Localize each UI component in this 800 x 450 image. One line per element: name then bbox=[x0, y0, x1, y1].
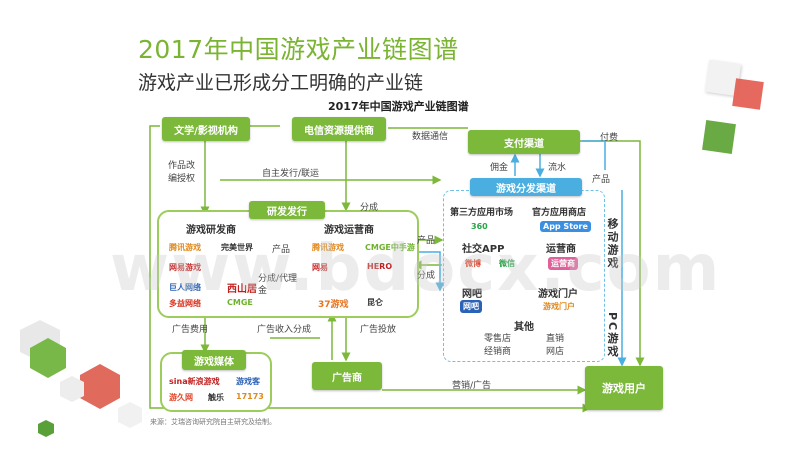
line-ops-dist-blue bbox=[414, 251, 445, 292]
rd-publish-box: 研发发行 bbox=[249, 201, 325, 219]
decor-hexagon bbox=[38, 420, 54, 437]
logo-dist-portal: 游戏门户 bbox=[543, 302, 575, 311]
operators-title: 游戏运营商 bbox=[324, 225, 374, 236]
dist-others: 其他 bbox=[514, 322, 534, 333]
logo-op-kunlun: 昆仑 bbox=[367, 298, 383, 307]
label-product-right: 产品 bbox=[592, 175, 611, 185]
logo-dev-netease: 网易游戏 bbox=[169, 263, 201, 272]
logo-dist-cafe: 网吧 bbox=[460, 300, 482, 313]
logo-media-sina: sina新浪游戏 bbox=[169, 377, 220, 386]
label-cash-flow: 流水 bbox=[548, 163, 567, 173]
label-commission: 佣金 bbox=[490, 163, 509, 173]
payment-box: 支付渠道 bbox=[468, 130, 580, 154]
logo-dist-carrier: 运营商 bbox=[548, 257, 578, 270]
dist-official: 官方应用商店 bbox=[532, 208, 587, 218]
logo-dev-xishanju: 西山居 bbox=[227, 284, 257, 295]
logo-op-netease: 网易 bbox=[312, 263, 328, 272]
dist-others-online: 网店 bbox=[546, 347, 565, 357]
media-group bbox=[160, 352, 272, 412]
logo-op-tencent: 腾讯游戏 bbox=[312, 243, 344, 252]
dist-internet-cafe: 网吧 bbox=[462, 289, 482, 300]
logo-dev-giant: 巨人网络 bbox=[169, 283, 201, 292]
source-note: 来源：艾瑞咨询研究院自主研究及绘制。 bbox=[150, 418, 276, 426]
logo-media-youxike: 游戏客 bbox=[236, 377, 260, 386]
diagram-title: 2017年中国游戏产业链图谱 bbox=[328, 100, 469, 113]
dist-carrier: 运营商 bbox=[546, 244, 576, 255]
label-revenue-agent: 分成/代理金 bbox=[258, 274, 298, 296]
decor-hexagons bbox=[20, 320, 142, 437]
logo-op-37: 37游戏 bbox=[318, 300, 349, 310]
developers-operators-group bbox=[157, 210, 419, 318]
distribution-box: 游戏分发渠道 bbox=[470, 178, 582, 196]
label-share-right: 分成 bbox=[417, 271, 436, 281]
logo-dist-appstore: App Store bbox=[540, 221, 591, 232]
logo-dist-weibo: 微博 bbox=[465, 259, 481, 268]
label-ad-revenue-share: 广告收入分成 bbox=[257, 325, 312, 335]
logo-media-17173: 17173 bbox=[236, 392, 264, 401]
watermark: www.bdocx.com bbox=[110, 232, 722, 306]
users-box: 游戏用户 bbox=[585, 366, 663, 410]
label-data-comm: 数据通信 bbox=[412, 132, 449, 142]
label-revenue-share-top: 分成 bbox=[360, 203, 379, 213]
telecom-box: 电信资源提供商 bbox=[292, 117, 386, 141]
label-marketing-ads: 营销/广告 bbox=[452, 381, 492, 391]
line-users-payment bbox=[582, 140, 606, 170]
decor-hexagon bbox=[80, 364, 120, 409]
media-box: 游戏媒体 bbox=[182, 350, 246, 370]
logo-dev-wanmei: 完美世界 bbox=[221, 243, 253, 252]
line-left-outer bbox=[149, 125, 592, 413]
logo-dist-360: 360 bbox=[471, 222, 488, 231]
ads-box: 广告商 bbox=[312, 362, 382, 390]
logo-op-cmge: CMGE中手游 bbox=[365, 243, 415, 252]
logo-media-chule: 触乐 bbox=[208, 393, 224, 402]
label-product-mid: 产品 bbox=[417, 236, 436, 246]
dist-others-direct: 直销 bbox=[546, 334, 565, 344]
mobile-games-label: 移动游戏 bbox=[606, 218, 619, 270]
label-payment-fee: 付费 bbox=[600, 133, 619, 143]
developers-title: 游戏研发商 bbox=[186, 225, 236, 236]
page-subtitle: 游戏产业已形成分工明确的产业链 bbox=[138, 72, 424, 94]
logo-dev-tencent: 腾讯游戏 bbox=[169, 243, 201, 252]
label-ad-placement: 广告投放 bbox=[360, 325, 397, 335]
dist-social: 社交APP bbox=[462, 244, 505, 255]
dist-others-dealer: 经销商 bbox=[484, 347, 512, 357]
logo-dev-duoyi: 多益网络 bbox=[169, 299, 201, 308]
logo-media-youjiu: 游久网 bbox=[169, 393, 193, 402]
dist-portal: 游戏门户 bbox=[538, 289, 578, 300]
label-self-publish: 自主发行/联运 bbox=[262, 169, 320, 179]
decor-hexagon bbox=[60, 376, 84, 402]
label-ip-license: 作品改编授权 bbox=[168, 161, 196, 184]
page-title: 2017年中国游戏产业链图谱 bbox=[138, 35, 459, 64]
dist-others-retail: 零售店 bbox=[484, 334, 512, 344]
pc-games-label: PC游戏 bbox=[606, 312, 619, 359]
label-product-left: 产品 bbox=[272, 245, 291, 255]
logo-dev-cmge: CMGE bbox=[227, 298, 253, 307]
decor-hexagon bbox=[30, 338, 66, 378]
logo-op-hero: HERO bbox=[367, 262, 393, 271]
label-ad-fee: 广告费用 bbox=[172, 325, 209, 335]
literature-box: 文学/影视机构 bbox=[162, 117, 250, 141]
decor-hexagon bbox=[118, 402, 142, 428]
logo-dist-wechat: 微信 bbox=[499, 259, 515, 268]
dist-third-party: 第三方应用市场 bbox=[450, 208, 514, 218]
